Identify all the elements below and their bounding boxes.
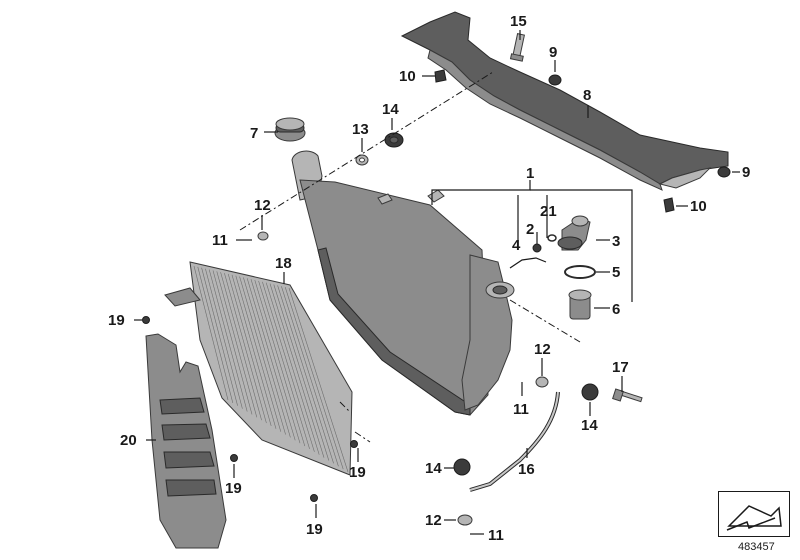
mesh-line (284, 287, 344, 470)
callout-11-lower: 11 (488, 527, 504, 544)
callout-11-left: 11 (212, 232, 228, 249)
mesh-line (235, 275, 282, 432)
screw-part-19-d (310, 494, 318, 502)
callout-17: 17 (612, 359, 629, 376)
thermostat-part-6 (568, 289, 592, 320)
reference-number: 483457 (738, 541, 775, 553)
callout-9-top: 9 (549, 44, 557, 61)
callout-14-mid: 14 (581, 417, 598, 434)
callout-19-a: 19 (108, 312, 125, 329)
washer-part-12-lower (457, 514, 473, 526)
radiator-core (291, 150, 515, 416)
mesh-line (231, 274, 277, 429)
callout-16: 16 (518, 461, 535, 478)
callout-4: 4 (512, 237, 521, 254)
bolt-part-17 (612, 388, 643, 403)
callout-20: 20 (120, 432, 137, 449)
grille-screen-part-18 (164, 261, 353, 476)
callout-1: 1 (526, 165, 534, 182)
screw-part-19-c (350, 440, 358, 448)
callout-18: 18 (275, 255, 292, 272)
callout-19-c: 19 (349, 464, 366, 481)
clip-part-10-right (663, 197, 675, 213)
mesh-line (220, 272, 262, 421)
washer-part-12-mid (535, 376, 549, 388)
callout-7: 7 (250, 125, 258, 142)
callout-6: 6 (612, 301, 620, 318)
callout-19-d: 19 (306, 521, 323, 538)
grommet-part-14-mid (581, 383, 599, 401)
washer-part-13 (355, 154, 369, 166)
seal-ring-part-5 (564, 265, 596, 279)
filler-cap-part-7 (274, 117, 306, 142)
mesh-line (281, 286, 339, 467)
washer-part-12-left (257, 231, 269, 241)
leader-lines (134, 30, 740, 535)
hose-part-4 (509, 257, 547, 269)
mesh-line (262, 281, 315, 452)
callout-3: 3 (612, 233, 620, 250)
mesh-line (201, 267, 238, 406)
mesh-line (197, 266, 234, 403)
mesh-line (265, 282, 320, 455)
mesh-line (227, 273, 272, 427)
callout-2: 2 (526, 221, 534, 238)
oring-part-21 (547, 234, 557, 242)
side-cover-part-20 (145, 333, 227, 549)
mesh-line (273, 284, 330, 461)
nut-part-9-right (717, 166, 731, 178)
arrow-orientation-icon (718, 491, 790, 537)
mesh-line (224, 272, 267, 424)
callout-12-left: 12 (254, 197, 271, 214)
mesh-line (243, 277, 291, 438)
callout-15: 15 (510, 13, 527, 30)
mesh-line (205, 268, 243, 409)
mesh-line (208, 269, 248, 412)
mesh-line (258, 280, 310, 450)
bolt-part-15 (509, 33, 526, 62)
mesh-line (288, 287, 349, 473)
callout-11-mid: 11 (513, 401, 529, 418)
thermostat-housing-part-3 (557, 215, 591, 251)
screw-part-2 (532, 243, 542, 253)
mesh-line (250, 279, 301, 444)
callout-12-lower: 12 (425, 512, 442, 529)
mesh-line (246, 278, 296, 441)
callout-10-right: 10 (690, 198, 707, 215)
callout-9-right: 9 (742, 164, 750, 181)
callout-21: 21 (540, 203, 557, 220)
callout-5: 5 (612, 264, 620, 281)
callout-12-mid: 12 (534, 341, 551, 358)
callout-14-lower: 14 (425, 460, 442, 477)
clip-part-10-top (434, 69, 447, 83)
callout-14-upper: 14 (382, 101, 399, 118)
callout-8: 8 (583, 87, 591, 104)
callout-19-b: 19 (225, 480, 242, 497)
mesh-line (193, 265, 229, 401)
grommet-part-14-upper (384, 132, 404, 148)
grommet-part-14-lower (453, 458, 471, 476)
screw-part-19-b (230, 454, 238, 462)
mesh-line (216, 271, 258, 418)
mesh-line (212, 270, 253, 415)
mesh-line (269, 283, 325, 458)
mesh-line (254, 279, 306, 447)
callout-13: 13 (352, 121, 369, 138)
mesh-line (277, 285, 334, 464)
nut-part-9-top (548, 74, 562, 86)
mesh-line (239, 276, 286, 435)
screw-part-19-a (142, 316, 150, 324)
callout-10-top: 10 (399, 68, 416, 85)
support-bracket (400, 11, 729, 191)
